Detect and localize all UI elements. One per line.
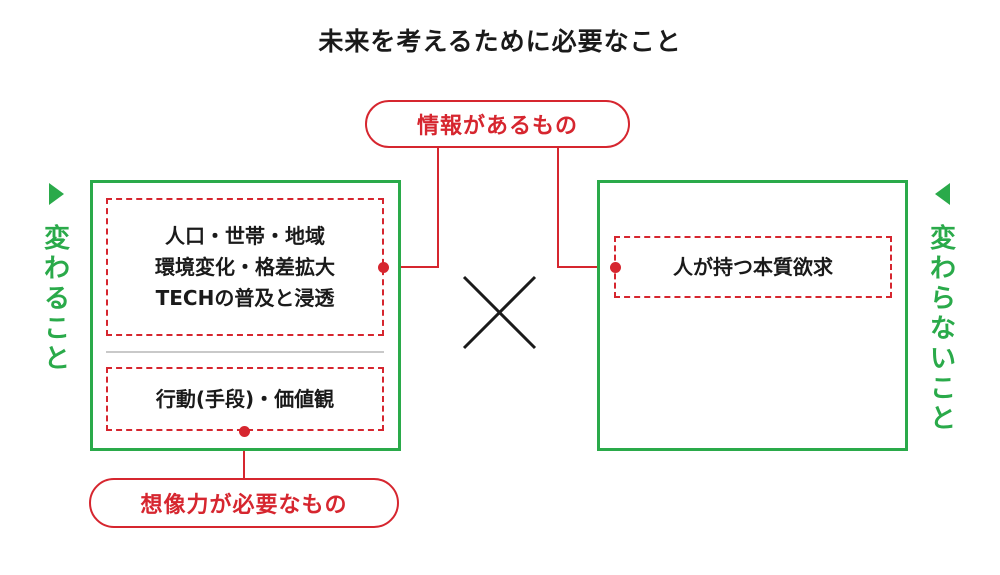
pill-imagination-needed: 想像力が必要なもの <box>89 478 399 528</box>
pill-information-available: 情報があるもの <box>365 100 630 148</box>
connector-dot-left-top <box>378 262 389 273</box>
left-changing-factors-box: 人口・世帯・地域 環境変化・格差拡大 TECHの普及と浸透 <box>106 198 384 336</box>
arrow-right-icon <box>49 183 64 205</box>
right-essential-desire-box: 人が持つ本質欲求 <box>614 236 892 298</box>
left-side-label: 変わること <box>43 224 70 374</box>
right-panel <box>597 180 908 451</box>
connector-pill-top-right <box>557 146 616 268</box>
diagram-title: 未来を考えるために必要なこと <box>318 27 682 56</box>
cross-line-b <box>462 275 537 350</box>
left-panel-divider <box>106 351 384 353</box>
connector-pill-top-left <box>384 146 439 268</box>
arrow-left-icon <box>935 183 950 205</box>
right-side-label: 変わらないこと <box>929 224 956 434</box>
connector-dot-left-bottom <box>239 426 250 437</box>
connector-dot-right <box>610 262 621 273</box>
left-behavior-box: 行動(手段)・価値観 <box>106 367 384 431</box>
